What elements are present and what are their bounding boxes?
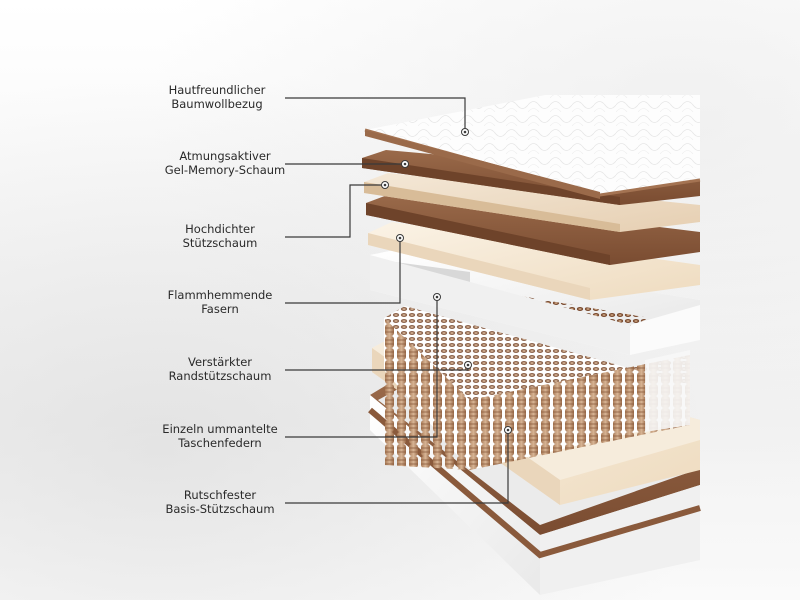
label-base: Rutschfester Basis-Stützschaum xyxy=(95,488,345,516)
label-fibers: Flammhemmende Fasern xyxy=(95,288,345,316)
label-support-line2: Stützschaum xyxy=(182,235,258,250)
label-edge: Verstärkter Randstützschaum xyxy=(95,355,345,383)
marker-gel xyxy=(401,160,409,168)
leader-cover xyxy=(285,97,466,132)
label-edge-line1: Verstärkter xyxy=(187,355,253,369)
label-springs-line2: Taschenfedern xyxy=(178,435,262,450)
label-cover-line1: Hautfreundlicher xyxy=(168,83,266,97)
label-cover-line2: Baumwollbezug xyxy=(171,96,263,111)
label-gel-line1: Atmungsaktiver xyxy=(179,149,271,163)
label-springs-line1: Einzeln ummantelte xyxy=(162,422,278,436)
marker-edge xyxy=(464,361,472,369)
layer-fibers xyxy=(370,250,700,355)
leader-fibers xyxy=(285,238,401,304)
leader-springs xyxy=(285,297,438,438)
layer-cover xyxy=(364,95,701,199)
markers xyxy=(381,128,512,434)
layer-cream-foam xyxy=(368,222,700,300)
label-support-line1: Hochdichter xyxy=(185,222,255,236)
label-edge-line2: Randstützschaum xyxy=(168,368,272,383)
marker-support xyxy=(381,181,389,189)
marker-springs xyxy=(433,293,441,301)
layer-support-foam xyxy=(366,194,700,265)
layer-tan-foam xyxy=(364,173,700,232)
label-base-line2: Basis-Stützschaum xyxy=(165,501,275,516)
label-gel: Atmungsaktiver Gel-Memory-Schaum xyxy=(100,149,350,177)
label-fibers-line1: Flammhemmende xyxy=(167,288,273,302)
label-base-line1: Rutschfester xyxy=(183,488,257,502)
marker-base xyxy=(504,426,512,434)
label-cover: Hautfreundlicher Baumwollbezug xyxy=(92,83,342,111)
label-springs: Einzeln ummantelte Taschenfedern xyxy=(95,422,345,450)
layer-springs xyxy=(384,306,690,470)
label-gel-line2: Gel-Memory-Schaum xyxy=(164,162,286,177)
leader-base xyxy=(285,430,509,504)
label-fibers-line2: Fasern xyxy=(201,301,239,316)
label-support: Hochdichter Stützschaum xyxy=(95,222,345,250)
marker-cover xyxy=(461,128,469,136)
leader-support xyxy=(285,184,385,238)
marker-fibers xyxy=(396,234,404,242)
